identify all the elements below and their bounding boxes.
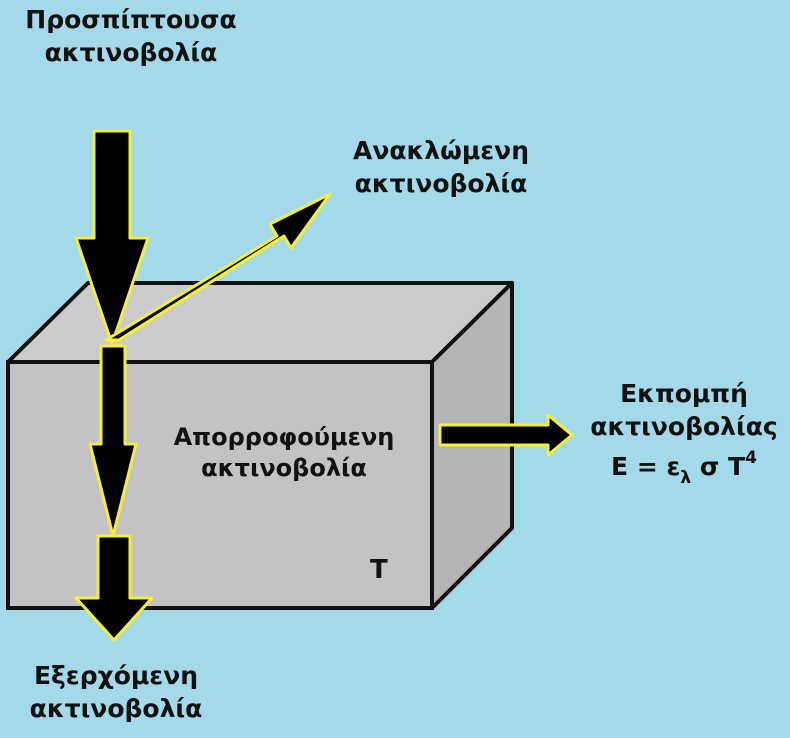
transmitted-label-line2: ακτινοβολία bbox=[29, 693, 203, 723]
transmitted-radiation-label: Εξερχόμενη ακτινοβολία bbox=[0, 660, 232, 725]
absorbed-label-line1: Απορροφούμενη bbox=[173, 423, 395, 451]
emission-formula: E = ελ σ T4 bbox=[578, 447, 790, 489]
incident-arrow bbox=[74, 129, 150, 346]
absorbed-radiation-label: Απορροφούμενη ακτινοβολία bbox=[148, 422, 420, 484]
incident-radiation-label: Προσπίπτουσα ακτινοβολία bbox=[0, 4, 262, 69]
box-front-face bbox=[6, 360, 434, 610]
formula-subscript: λ bbox=[680, 468, 692, 488]
box-top-face bbox=[6, 281, 514, 364]
incident-label-line1: Προσπίπτουσα bbox=[25, 5, 237, 34]
formula-lhs: E = ε bbox=[611, 452, 681, 481]
temperature-label: T bbox=[370, 555, 388, 585]
formula-superscript: 4 bbox=[745, 448, 757, 468]
reflected-label-line1: Ανακλώμενη bbox=[352, 136, 529, 165]
transmitted-label-line1: Εξερχόμενη bbox=[33, 661, 199, 690]
emitted-radiation-label: Εκπομπή ακτινοβολίας E = ελ σ T4 bbox=[578, 378, 790, 489]
emitted-arrow bbox=[438, 413, 574, 457]
formula-rhs: σ T bbox=[691, 452, 746, 481]
reflected-label-line2: ακτινοβολία bbox=[354, 168, 528, 198]
emitted-label-line2: ακτινοβολίας bbox=[590, 411, 778, 441]
reflected-radiation-label: Ανακλώμενη ακτινοβολία bbox=[330, 135, 552, 200]
emitted-label-line1: Εκπομπή bbox=[620, 379, 748, 408]
absorbed-label-line2: ακτινοβολία bbox=[201, 454, 367, 483]
incident-label-line2: ακτινοβολία bbox=[44, 37, 218, 67]
reflected-arrow bbox=[104, 192, 332, 342]
transmitted-arrow bbox=[88, 344, 138, 538]
exiting-arrow bbox=[74, 534, 154, 642]
